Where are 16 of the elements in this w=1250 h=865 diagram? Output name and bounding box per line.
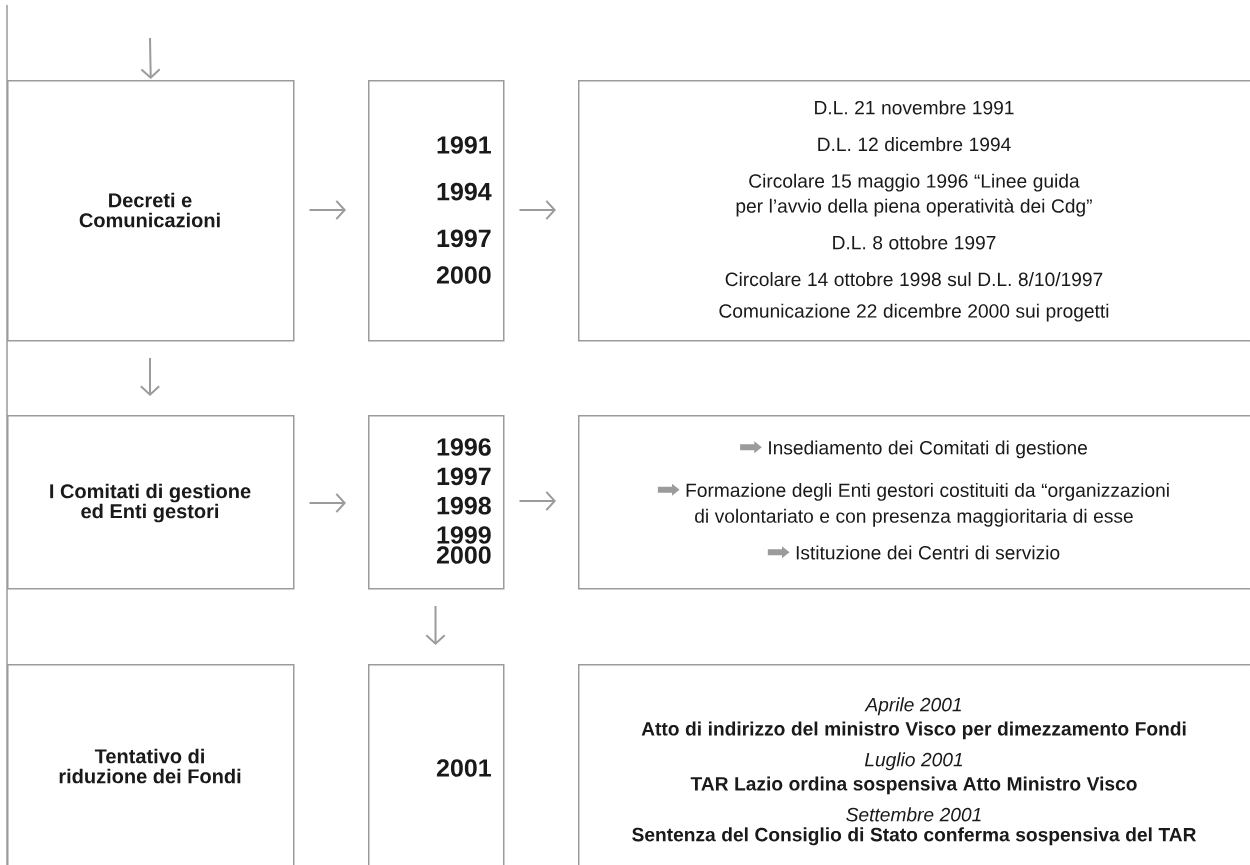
arrow [140, 37, 161, 79]
period-box: D.L. 21 novembre 1991 D.L. 12 dicembre 1994 Circolare 15 maggio 1996 “Linee guida per l’avvio della piena operatività dei Cdg” D.L. 8 ottobre 1997 Circolare 14 ottobre 1998 sul D.L. 8/10/1997 Comunicazione 22 dicembre 2000 sui progetti [578, 80, 1250, 342]
period-box: Insediamento dei Comitati di gestione Formazione degli Enti gestori costituiti da “organizzazioni di volontariato e con presenza maggioritaria di esse Istituzione dei Centri di servizio [578, 415, 1250, 590]
period-box: 1996 1997 1998 1999 2000 [368, 415, 505, 590]
period-box: I Comitati di gestione ed Enti gestori [7, 415, 295, 590]
period-box: Aprile 2001 Atto di indirizzo del ministro Visco per dimezzamento Fondi Luglio 2001 TAR Lazio ordina sospensiva Atto Ministro Visco Settembre 2001 Sentenza del Consiglio di Stato conferma sospensiva del TAR [578, 664, 1250, 865]
arrow [308, 199, 346, 221]
period-box: Tentativo di riduzione dei Fondi [7, 664, 295, 865]
arrow [308, 492, 346, 514]
arrow [518, 199, 556, 221]
arrow [518, 490, 556, 512]
arrow [139, 357, 161, 396]
period-box: 1991 1994 1997 2000 [368, 80, 505, 342]
arrow [425, 605, 446, 645]
period-box: Decreti e Comunicazioni [7, 80, 295, 342]
period-box: 2001 [368, 664, 505, 865]
